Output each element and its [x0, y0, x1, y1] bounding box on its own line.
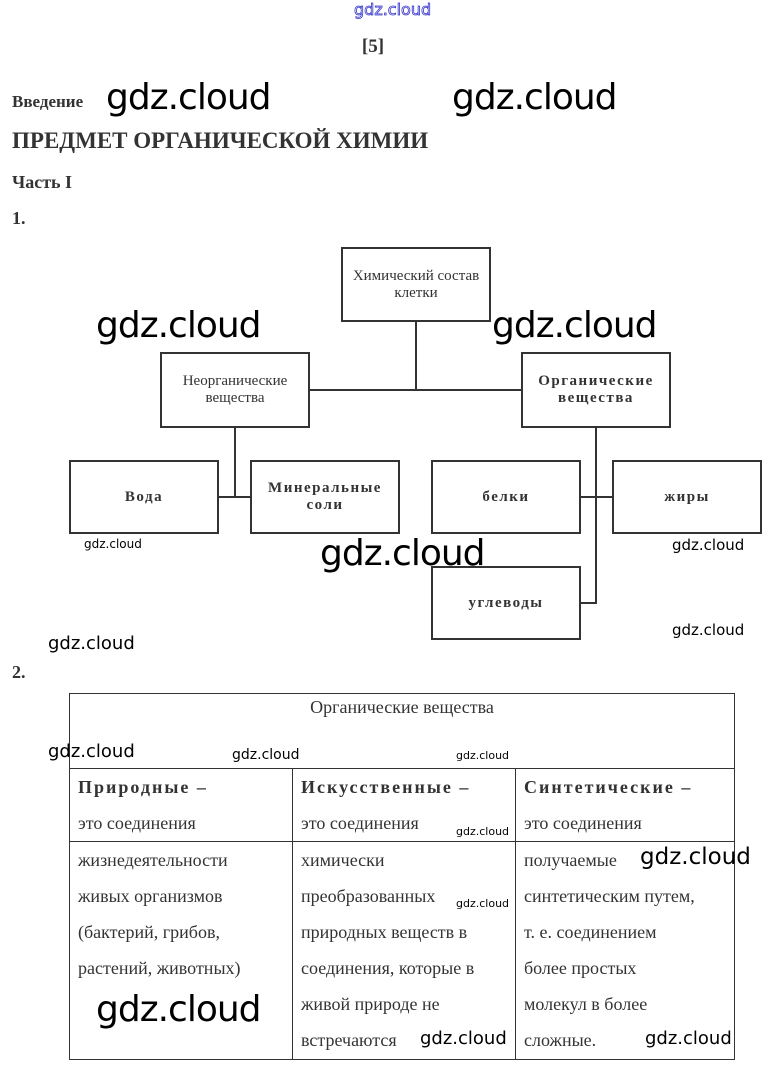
watermark: gdz.cloud: [48, 741, 135, 762]
diagram-organic: Органические вещества: [521, 352, 671, 428]
part-label: Часть I: [12, 172, 73, 192]
cell-line: молекул в более: [524, 994, 648, 1014]
watermark: gdz.cloud: [48, 633, 135, 654]
cell-text: это соединения: [78, 813, 196, 833]
cell-line: получаемые: [524, 850, 617, 870]
page-number: [5]: [361, 36, 385, 57]
connector: [310, 389, 521, 391]
connector: [581, 496, 612, 498]
task-number-2: 2.: [12, 662, 26, 682]
table-cell: жизнедеятельности живых организмов (бактер…: [69, 841, 293, 1060]
table-header: Органические вещества: [69, 693, 735, 769]
watermark: gdz.cloud: [452, 77, 618, 118]
section-label: Введение: [12, 92, 84, 111]
diagram-inorganic: Неорганические вещества: [160, 352, 310, 428]
cell-line: растений, животных): [78, 958, 241, 978]
connector: [581, 602, 596, 604]
watermark: gdz.cloud: [354, 0, 432, 19]
cell-line: (бактерий, грибов,: [78, 922, 220, 942]
diagram-root: Химический состав клетки: [341, 247, 491, 322]
watermark: gdz.cloud: [456, 897, 510, 910]
cell-line: встречаются: [301, 1030, 397, 1050]
organic-substances-table: Органические вещества Природные – это сое…: [69, 693, 735, 1060]
term: Синтетические –: [524, 777, 693, 797]
diagram-water: Вода: [69, 460, 219, 534]
watermark: gdz.cloud: [672, 621, 745, 639]
watermark: gdz.cloud: [84, 537, 142, 551]
watermark: gdz.cloud: [106, 77, 272, 118]
term: Искусственные –: [301, 777, 471, 797]
page-title: ПРЕДМЕТ ОРГАНИЧЕСКОЙ ХИМИИ: [12, 128, 429, 153]
cell-text: это соединения: [524, 813, 642, 833]
cell-line: соединения, которые в: [301, 958, 475, 978]
cell-text: это соединения: [301, 813, 419, 833]
connector: [219, 496, 250, 498]
watermark: gdz.cloud: [96, 305, 262, 346]
watermark: gdz.cloud: [320, 533, 486, 574]
watermark: gdz.cloud: [456, 825, 510, 838]
cell-line: сложные.: [524, 1030, 597, 1050]
table-cell: химически преобразованных природных вещест…: [292, 841, 516, 1060]
watermark: gdz.cloud: [456, 749, 510, 762]
connector: [415, 322, 417, 391]
cell-line: живой природе не: [301, 994, 440, 1014]
connector: [595, 428, 597, 604]
task-number-1: 1.: [12, 208, 26, 228]
watermark: gdz.cloud: [420, 1028, 507, 1049]
cell-line: т. е. соединением: [524, 922, 657, 942]
watermark: gdz.cloud: [96, 989, 262, 1030]
diagram-fats: жиры: [612, 460, 762, 534]
watermark: gdz.cloud: [232, 747, 300, 763]
watermark: gdz.cloud: [492, 305, 658, 346]
diagram-proteins: белки: [431, 460, 581, 534]
cell-line: синтетическим путем,: [524, 886, 695, 906]
watermark: gdz.cloud: [672, 536, 745, 554]
cell-line: природных веществ в: [301, 922, 468, 942]
connector: [234, 428, 236, 498]
cell-line: живых организмов: [78, 886, 223, 906]
cell-line: преобразованных: [301, 886, 436, 906]
cell-line: химически: [301, 850, 385, 870]
diagram-carbs: углеводы: [431, 566, 581, 640]
table-cell: получаемые синтетическим путем, т. е. соед…: [515, 841, 735, 1060]
term: Природные –: [78, 777, 208, 797]
watermark: gdz.cloud: [645, 1028, 732, 1049]
cell-line: более простых: [524, 958, 637, 978]
watermark: gdz.cloud: [640, 844, 751, 870]
diagram-minerals: Минеральные соли: [250, 460, 400, 534]
cell-line: жизнедеятельности: [78, 850, 228, 870]
